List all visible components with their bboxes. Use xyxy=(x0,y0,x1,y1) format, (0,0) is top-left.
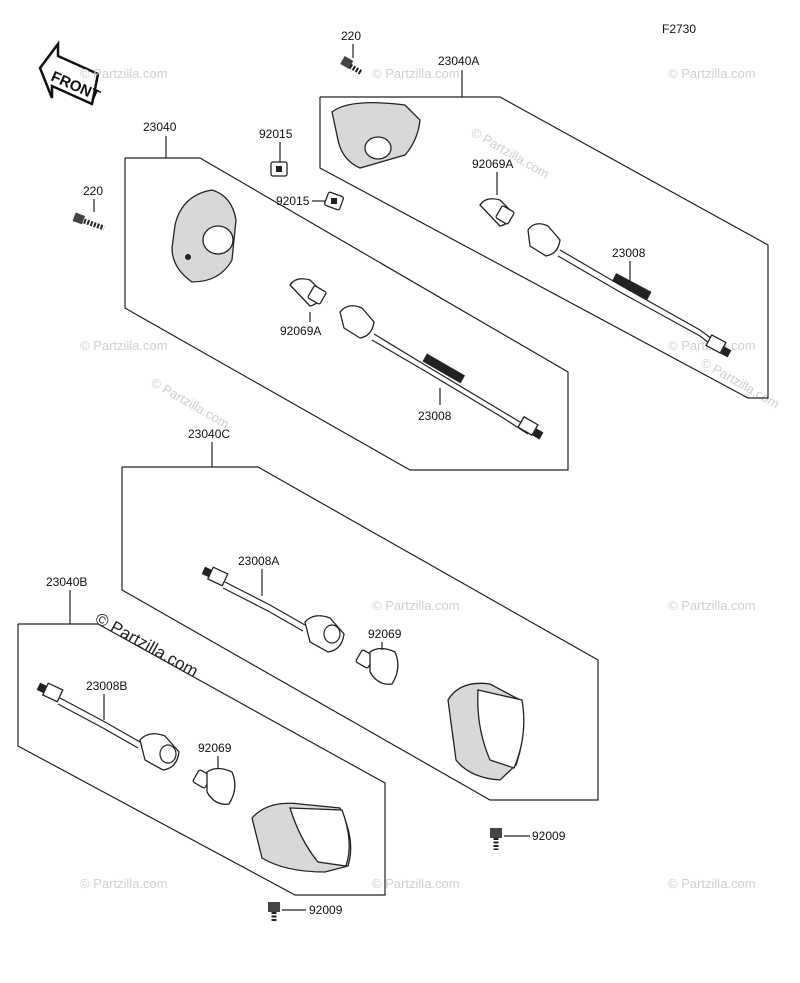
callout-92015-b: 92015 xyxy=(276,194,310,208)
bulb-icon xyxy=(289,278,327,307)
callout-23040C: 23040C xyxy=(188,427,230,441)
callout-92009-bottom: 92009 xyxy=(309,903,343,917)
screw-icon xyxy=(340,56,364,76)
nut-92015-a: 92015 xyxy=(259,127,293,177)
screw-92009-bottom: 92009 xyxy=(268,902,343,922)
callout-23040: 23040 xyxy=(143,120,177,134)
screw-icon xyxy=(72,212,105,231)
watermark: © Partzilla.com xyxy=(80,876,168,891)
screw-92009-right: 92009 xyxy=(490,828,566,850)
watermark: © Partzilla.com xyxy=(372,876,460,891)
socket-harness-icon xyxy=(36,682,180,771)
callout-92069-b: 92069 xyxy=(198,741,232,755)
callout-92015-a: 92015 xyxy=(259,127,293,141)
turn-signal-lens-icon xyxy=(251,802,352,873)
callout-92009-right: 92009 xyxy=(532,829,566,843)
nut-92015-b: 92015 xyxy=(276,191,344,211)
front-arrow-icon: FRONT xyxy=(38,40,102,106)
callout-23008-mid: 23008 xyxy=(418,409,452,423)
group-23040B: 23040B 23008B 92069 xyxy=(17,575,386,896)
group-23040C: 23040C 23008A 92069 xyxy=(121,427,599,801)
watermark: © Partzilla.com xyxy=(668,598,756,613)
group-23040: 23040 92069A 23008 xyxy=(124,120,569,471)
bulb-icon xyxy=(192,767,236,805)
screw-220-left: 220 xyxy=(72,184,105,231)
socket-harness-icon xyxy=(527,223,732,358)
callout-220-top: 220 xyxy=(341,29,361,43)
callout-23008A: 23008A xyxy=(238,554,279,568)
watermark: © Partzilla.com xyxy=(469,125,552,182)
turn-signal-lens-icon xyxy=(447,682,525,781)
group-23040A: 23040A 92069A 23008 xyxy=(319,54,769,399)
callout-92069A-mid: 92069A xyxy=(280,324,321,338)
screw-icon xyxy=(490,828,502,850)
watermark: © Partzilla.com xyxy=(80,338,168,353)
watermark: © Partzilla.com xyxy=(699,355,782,412)
watermark: © Partzilla.com xyxy=(668,876,756,891)
callout-92069-c: 92069 xyxy=(368,627,402,641)
screw-220-top: 220 xyxy=(340,29,364,76)
figure-code: F2730 xyxy=(662,22,696,36)
callout-23008-top: 23008 xyxy=(612,246,646,260)
callout-220-left: 220 xyxy=(83,184,103,198)
turn-signal-lens-icon xyxy=(331,102,421,169)
watermark: © Partzilla.com xyxy=(372,598,460,613)
callout-92069A-top: 92069A xyxy=(472,157,513,171)
bulb-icon xyxy=(355,647,399,685)
watermarks: © Partzilla.com © Partzilla.com © Partzi… xyxy=(80,66,782,891)
bulb-icon xyxy=(479,198,515,227)
watermark: © Partzilla.com xyxy=(668,66,756,81)
callout-23040A: 23040A xyxy=(438,54,479,68)
socket-harness-icon xyxy=(201,566,345,653)
watermark-main: © Partzilla.com xyxy=(92,609,201,681)
socket-harness-icon xyxy=(339,305,544,440)
callout-23008B: 23008B xyxy=(86,679,127,693)
watermark: © Partzilla.com xyxy=(372,66,460,81)
watermark: © Partzilla.com xyxy=(149,375,232,432)
turn-signal-housing-icon xyxy=(171,189,237,283)
screw-icon xyxy=(268,902,280,922)
callout-23040B: 23040B xyxy=(46,575,87,589)
watermark: © Partzilla.com xyxy=(80,66,168,81)
